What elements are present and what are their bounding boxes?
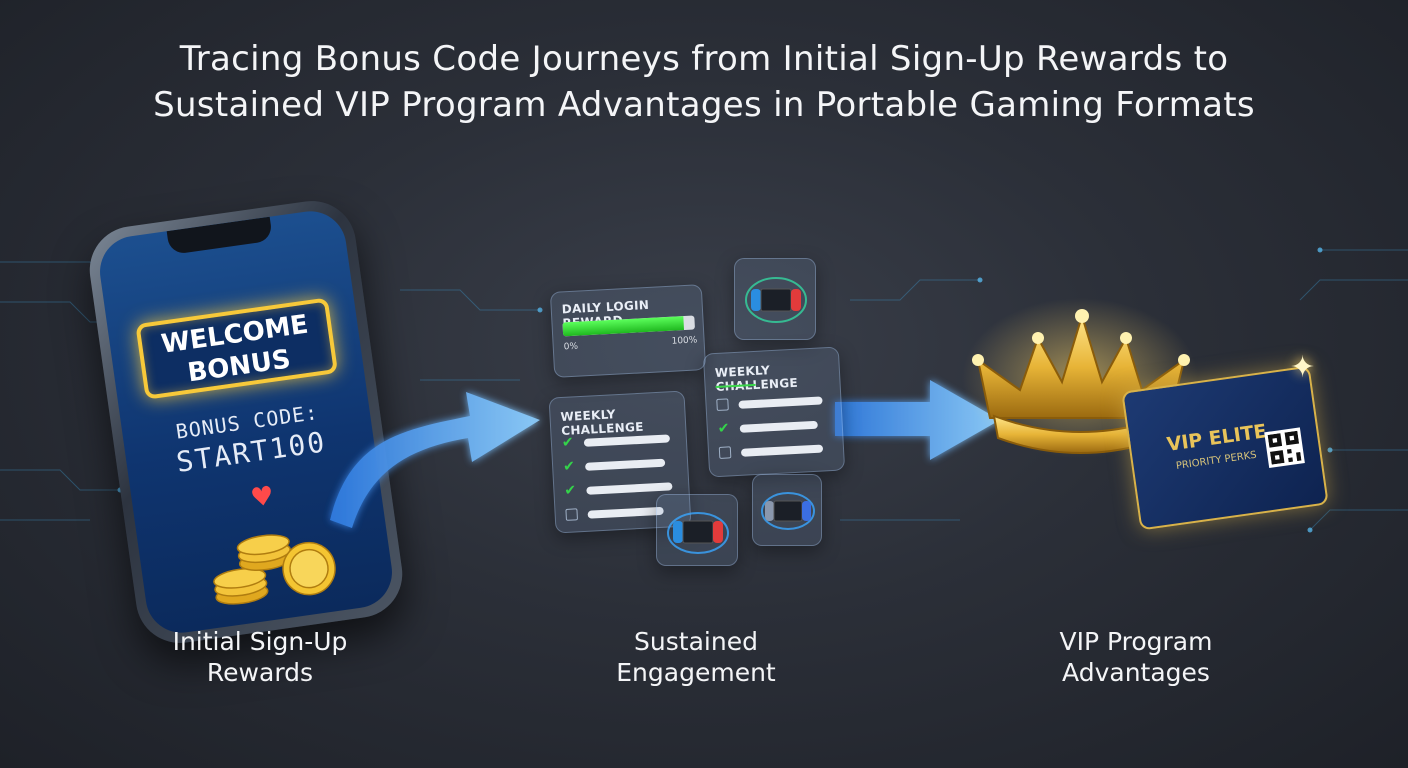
progress-min-label: 0% — [563, 341, 579, 353]
checkbox-empty-icon — [718, 446, 732, 459]
heart-icon: ♥ — [248, 480, 276, 514]
bonus-code-block: BONUS CODE: START100 — [141, 393, 358, 484]
daily-login-card: DAILY LOGIN REWARD 0% 100% — [549, 284, 707, 378]
console-icon — [667, 512, 729, 554]
smartphone: WELCOME BONUS BONUS CODE: START100 ♥ — [84, 195, 408, 649]
checkmark-icon: ✔ — [717, 420, 730, 437]
stage-3-line-2: Advantages — [1062, 658, 1210, 687]
coins-icon — [213, 534, 336, 605]
stage-2-line-1: Sustained — [634, 627, 758, 656]
console-tile-top — [734, 258, 816, 340]
task-bar — [583, 434, 671, 447]
phone-screen: WELCOME BONUS BONUS CODE: START100 ♥ — [95, 206, 397, 638]
task-row — [716, 392, 827, 414]
weekly-right-title: WEEKLY CHALLENGE — [714, 363, 799, 395]
stage-2-label: Sustained Engagement — [566, 626, 826, 688]
progress-max-label: 100% — [671, 335, 698, 347]
stage-1-label: Initial Sign-Up Rewards — [130, 626, 390, 688]
task-bar — [586, 482, 673, 495]
sparkle-icon: ✦ — [1290, 350, 1316, 385]
checkmark-icon: ✔ — [561, 434, 575, 452]
task-row: ✔ — [717, 416, 828, 438]
stage-1-line-1: Initial Sign-Up — [172, 627, 348, 656]
task-row — [718, 440, 830, 462]
console-tile-bottom-right — [752, 474, 822, 546]
checkbox-empty-icon — [716, 398, 729, 411]
stage-3-label: VIP Program Advantages — [1006, 626, 1266, 688]
task-row: ✔ — [563, 454, 674, 476]
phone-notch — [166, 216, 273, 255]
title-line-1: Tracing Bonus Code Journeys from Initial… — [179, 39, 1229, 79]
title-line-2: Sustained VIP Program Advantages in Port… — [153, 85, 1255, 125]
vip-elite-card: VIP ELITE PRIORITY PERKS — [1121, 365, 1329, 531]
page-title: Tracing Bonus Code Journeys from Initial… — [0, 36, 1408, 128]
qr-code-icon — [1264, 427, 1305, 469]
console-icon — [745, 277, 807, 323]
task-bar — [738, 396, 823, 409]
stage-1-line-2: Rewards — [206, 658, 314, 687]
stage-2-line-2: Engagement — [616, 658, 776, 687]
checkmark-icon: ✔ — [564, 482, 577, 499]
console-tile-bottom-left — [656, 494, 738, 566]
checkbox-empty-icon — [565, 508, 578, 521]
checkmark-icon: ✔ — [562, 458, 576, 475]
task-bar — [739, 420, 818, 433]
task-bar — [587, 506, 664, 519]
task-bar — [584, 458, 666, 471]
console-icon — [761, 492, 815, 530]
welcome-bonus-badge: WELCOME BONUS — [135, 297, 339, 400]
weekly-challenge-card-right: WEEKLY CHALLENGE ✔ — [702, 346, 846, 478]
stage-3-line-1: VIP Program — [1059, 627, 1213, 656]
task-bar — [740, 444, 824, 457]
